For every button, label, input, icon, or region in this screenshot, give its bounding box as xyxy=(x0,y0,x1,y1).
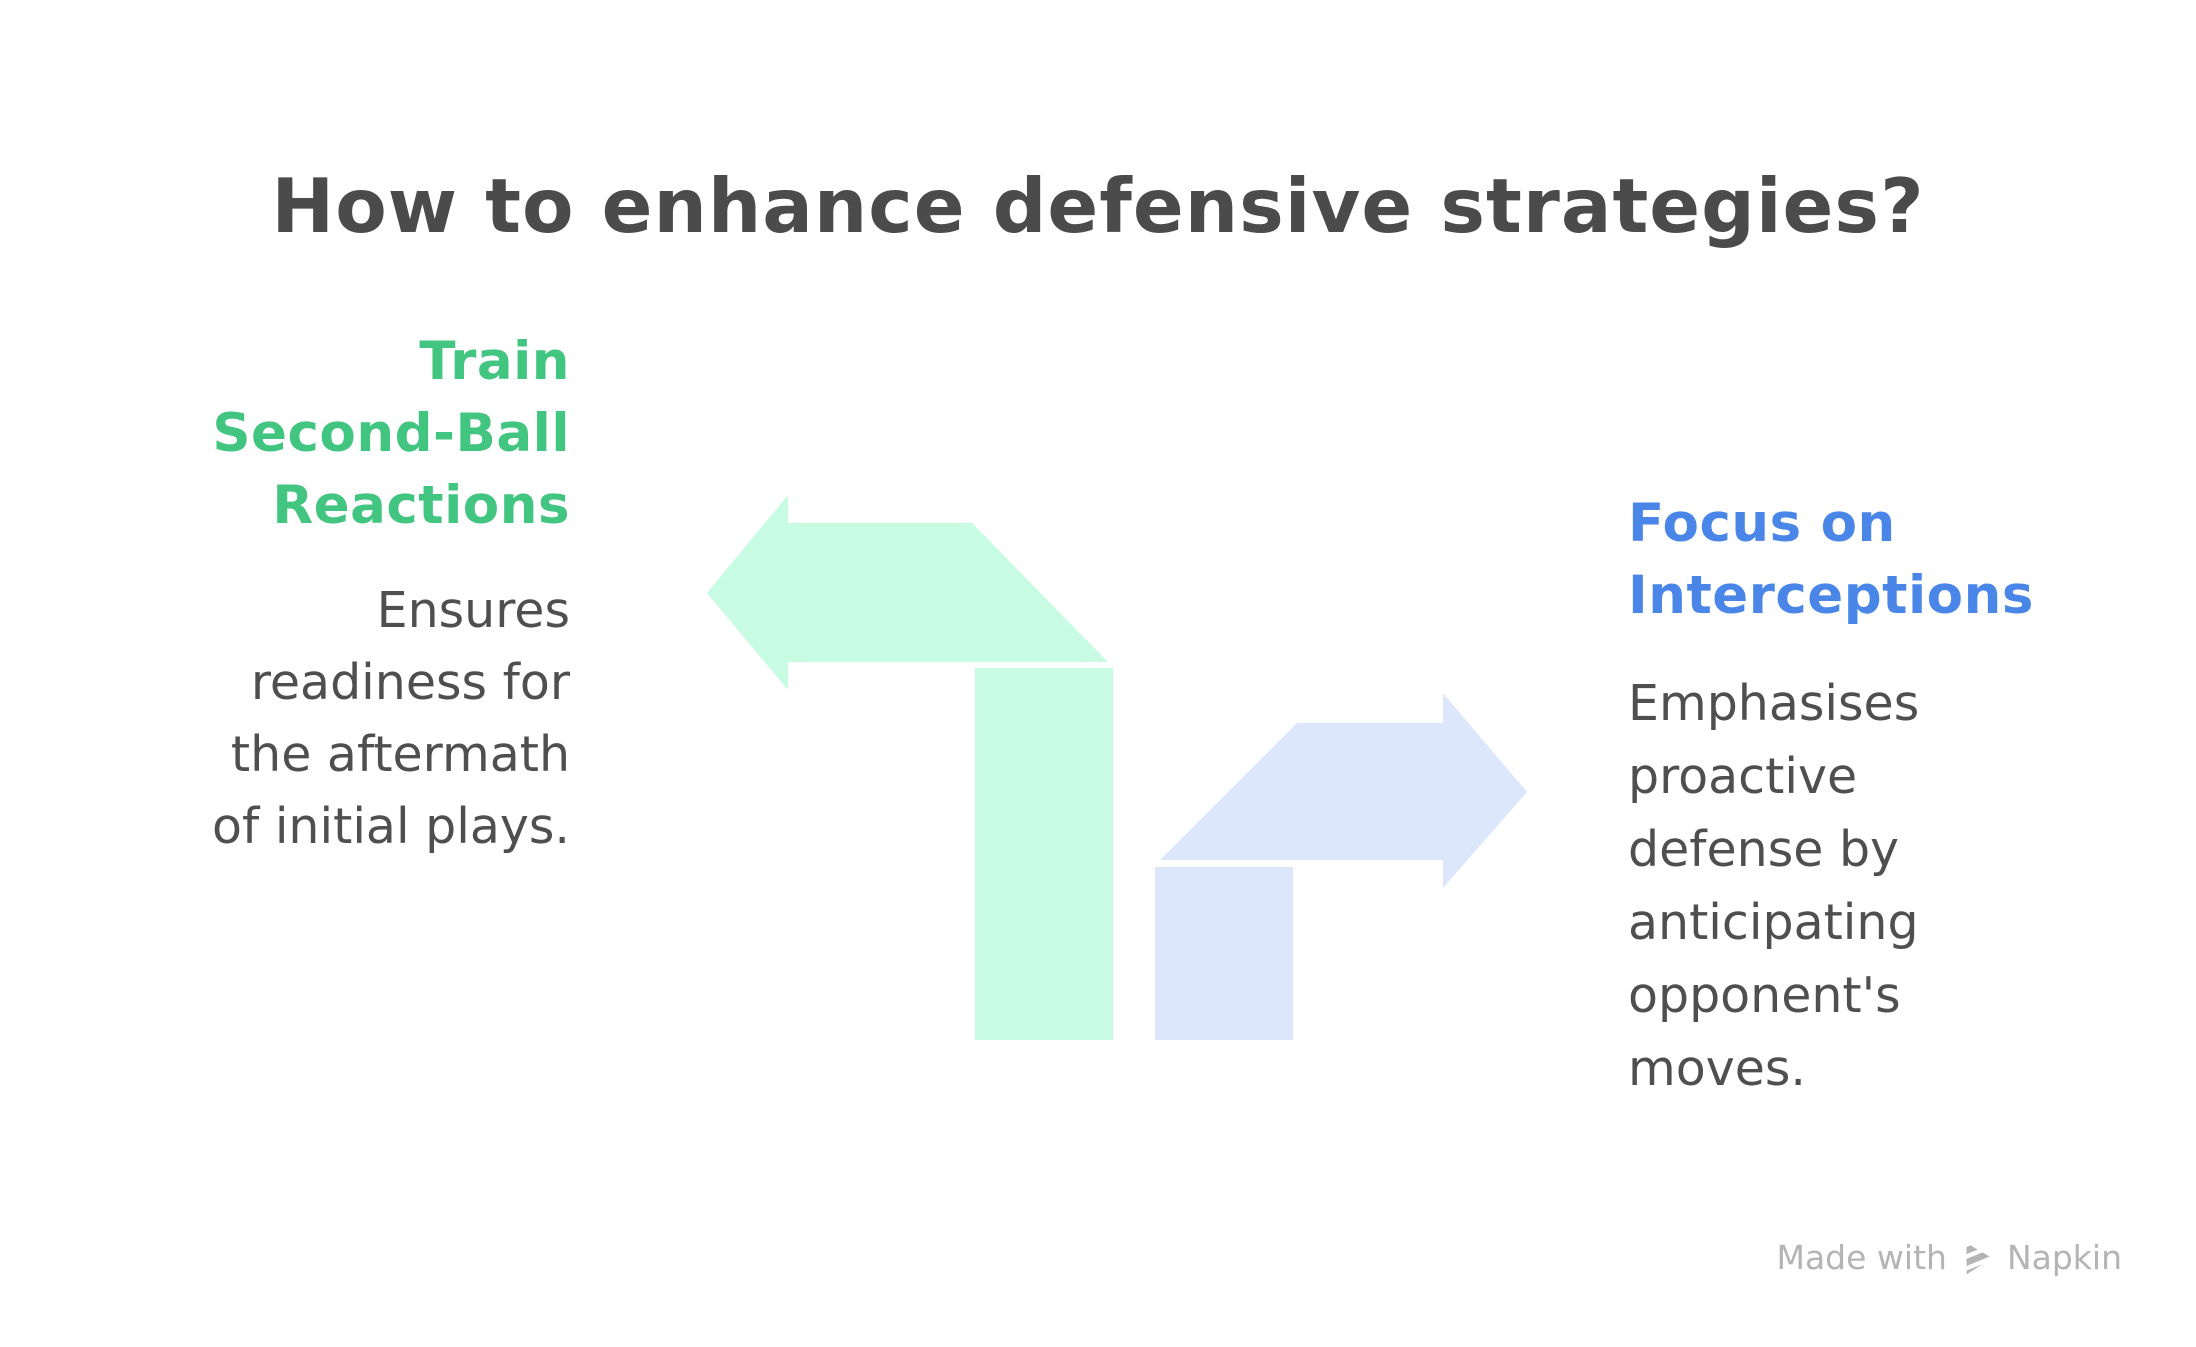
diagram-title: How to enhance defensive strategies? xyxy=(271,162,1925,250)
watermark-prefix-label: Made with xyxy=(1776,1238,1947,1277)
right-corner-arrow-icon xyxy=(1160,693,1527,888)
left-corner-arrow-icon xyxy=(707,495,1108,690)
item-heading-interceptions: Focus on Interceptions xyxy=(1628,493,2034,626)
left-arrow-stem xyxy=(975,668,1113,1040)
napkin-watermark-badge[interactable]: Made with Napkin xyxy=(1776,1238,2122,1278)
right-arrow-stem xyxy=(1155,867,1293,1040)
item-description-interceptions: Emphasises proactive defense by anticipa… xyxy=(1628,675,1920,1097)
watermark-brand-label: Napkin xyxy=(2006,1238,2122,1277)
item-description-second-ball: Ensures readiness for the aftermath of i… xyxy=(212,582,570,855)
item-heading-second-ball: Train Second-Ball Reactions xyxy=(212,331,570,536)
napkin-logo-icon xyxy=(1966,1243,1992,1275)
